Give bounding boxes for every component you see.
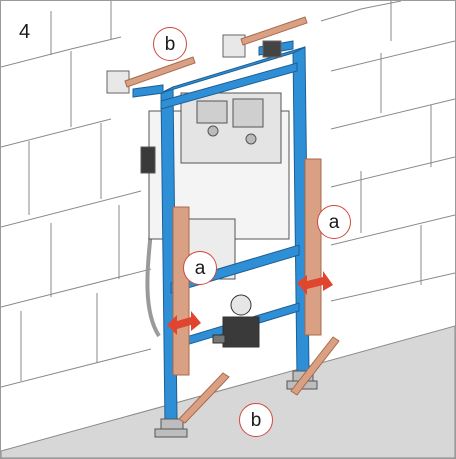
adjustment-arrows [167,271,333,335]
callout-top-b: b [153,27,187,61]
right-double-arrow [297,271,333,295]
step-number: 4 [19,21,31,43]
left-double-arrow [167,311,201,335]
callout-left-a: a [183,251,217,285]
floor-braces [178,336,340,424]
flexible-hose [145,230,161,338]
callout-bottom-b: b [239,403,273,437]
drain-outlet [212,294,260,348]
brick-wall [1,1,455,388]
top-wall-brackets [106,34,282,94]
top-copper-rods [124,16,308,88]
callout-right-a: a [317,205,351,239]
